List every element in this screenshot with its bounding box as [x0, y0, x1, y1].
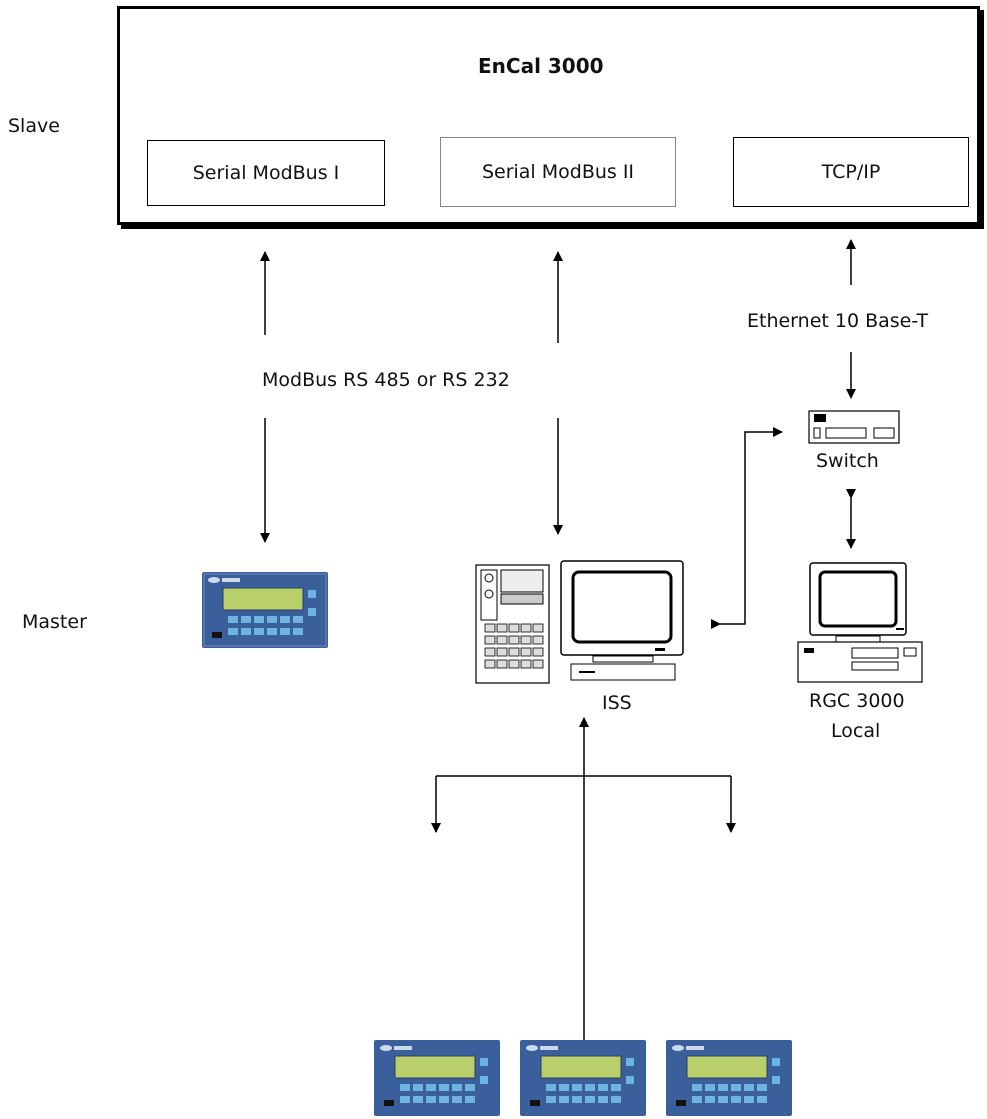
rgc-label-line1: RGC 3000: [809, 690, 905, 712]
ethernet-link-label: Ethernet 10 Base-T: [747, 310, 929, 332]
port-serial-1-label: Serial ModBus I: [192, 162, 340, 184]
switch-label: Switch: [816, 450, 879, 472]
slave-label: Slave: [8, 115, 60, 137]
controller-panel-icon: [520, 1040, 646, 1116]
encal-title: EnCal 3000: [478, 54, 604, 78]
port-tcp-label: TCP/IP: [821, 161, 881, 183]
master-label: Master: [22, 611, 87, 633]
controller-panel-icon: [202, 572, 328, 648]
modbus-link-label: ModBus RS 485 or RS 232: [262, 369, 510, 391]
iss-label: ISS: [602, 692, 632, 714]
controller-panel-icon: [374, 1040, 500, 1116]
port-serial-2-label: Serial ModBus II: [481, 161, 635, 183]
iss-switch-arrow: [711, 427, 783, 629]
port-tcp: TCP/IP: [733, 137, 969, 207]
network-switch-icon: [808, 410, 900, 444]
workstation-icon: [475, 560, 684, 684]
rgc-label-line2: Local: [831, 720, 881, 742]
desktop-pc-icon: [797, 562, 923, 683]
port-serial-2: Serial ModBus II: [440, 137, 676, 207]
controller-panel-icon: [666, 1040, 792, 1116]
port-serial-1: Serial ModBus I: [147, 140, 385, 206]
